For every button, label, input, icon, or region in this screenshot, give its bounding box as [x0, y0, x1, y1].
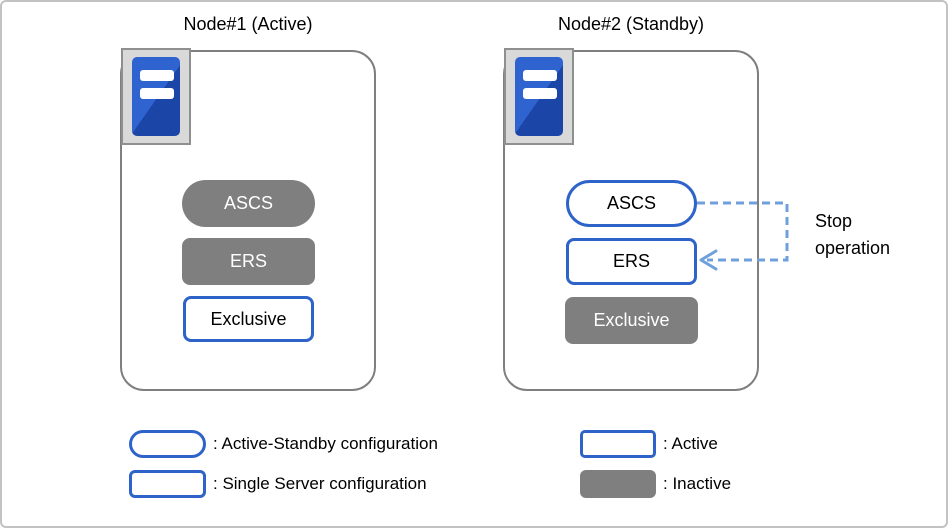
node2-ers-box: ERS — [566, 238, 697, 285]
server-tower — [515, 57, 563, 136]
node2-exclusive-box: Exclusive — [565, 297, 698, 344]
legend-item-active-standby: : Active-Standby configuration — [129, 430, 438, 458]
node1-ascs-box: ASCS — [182, 180, 315, 227]
server-tower — [132, 57, 180, 136]
server-drive-bar — [140, 88, 174, 99]
server-icon — [504, 48, 574, 145]
server-icon — [121, 48, 191, 145]
legend-label: : Active — [663, 434, 718, 453]
stop-operation-label: Stop operation — [815, 211, 891, 258]
legend-label: : Inactive — [663, 474, 732, 493]
node1-ers-box: ERS — [182, 238, 315, 285]
legend-label: : Active-Standby configuration — [213, 434, 438, 453]
node2-ascs-box: ASCS — [566, 180, 697, 227]
legend-inactive-swatch — [580, 470, 656, 498]
legend-active-swatch — [580, 430, 656, 458]
node2-title: Node#2 (Standby) — [557, 14, 705, 34]
server-drive-bar — [523, 88, 557, 99]
legend-pill-swatch — [129, 430, 206, 458]
node1-exclusive-box: Exclusive — [183, 296, 314, 342]
server-drive-bar — [140, 70, 174, 81]
legend-rect-swatch — [129, 470, 206, 498]
legend-item-active: : Active — [580, 430, 718, 458]
legend-label: : Single Server configuration — [213, 474, 427, 493]
legend-item-inactive: : Inactive — [580, 470, 731, 498]
server-drive-bar — [523, 70, 557, 81]
legend-item-single-server: : Single Server configuration — [129, 470, 427, 498]
node1-title: Node#1 (Active) — [183, 14, 313, 34]
